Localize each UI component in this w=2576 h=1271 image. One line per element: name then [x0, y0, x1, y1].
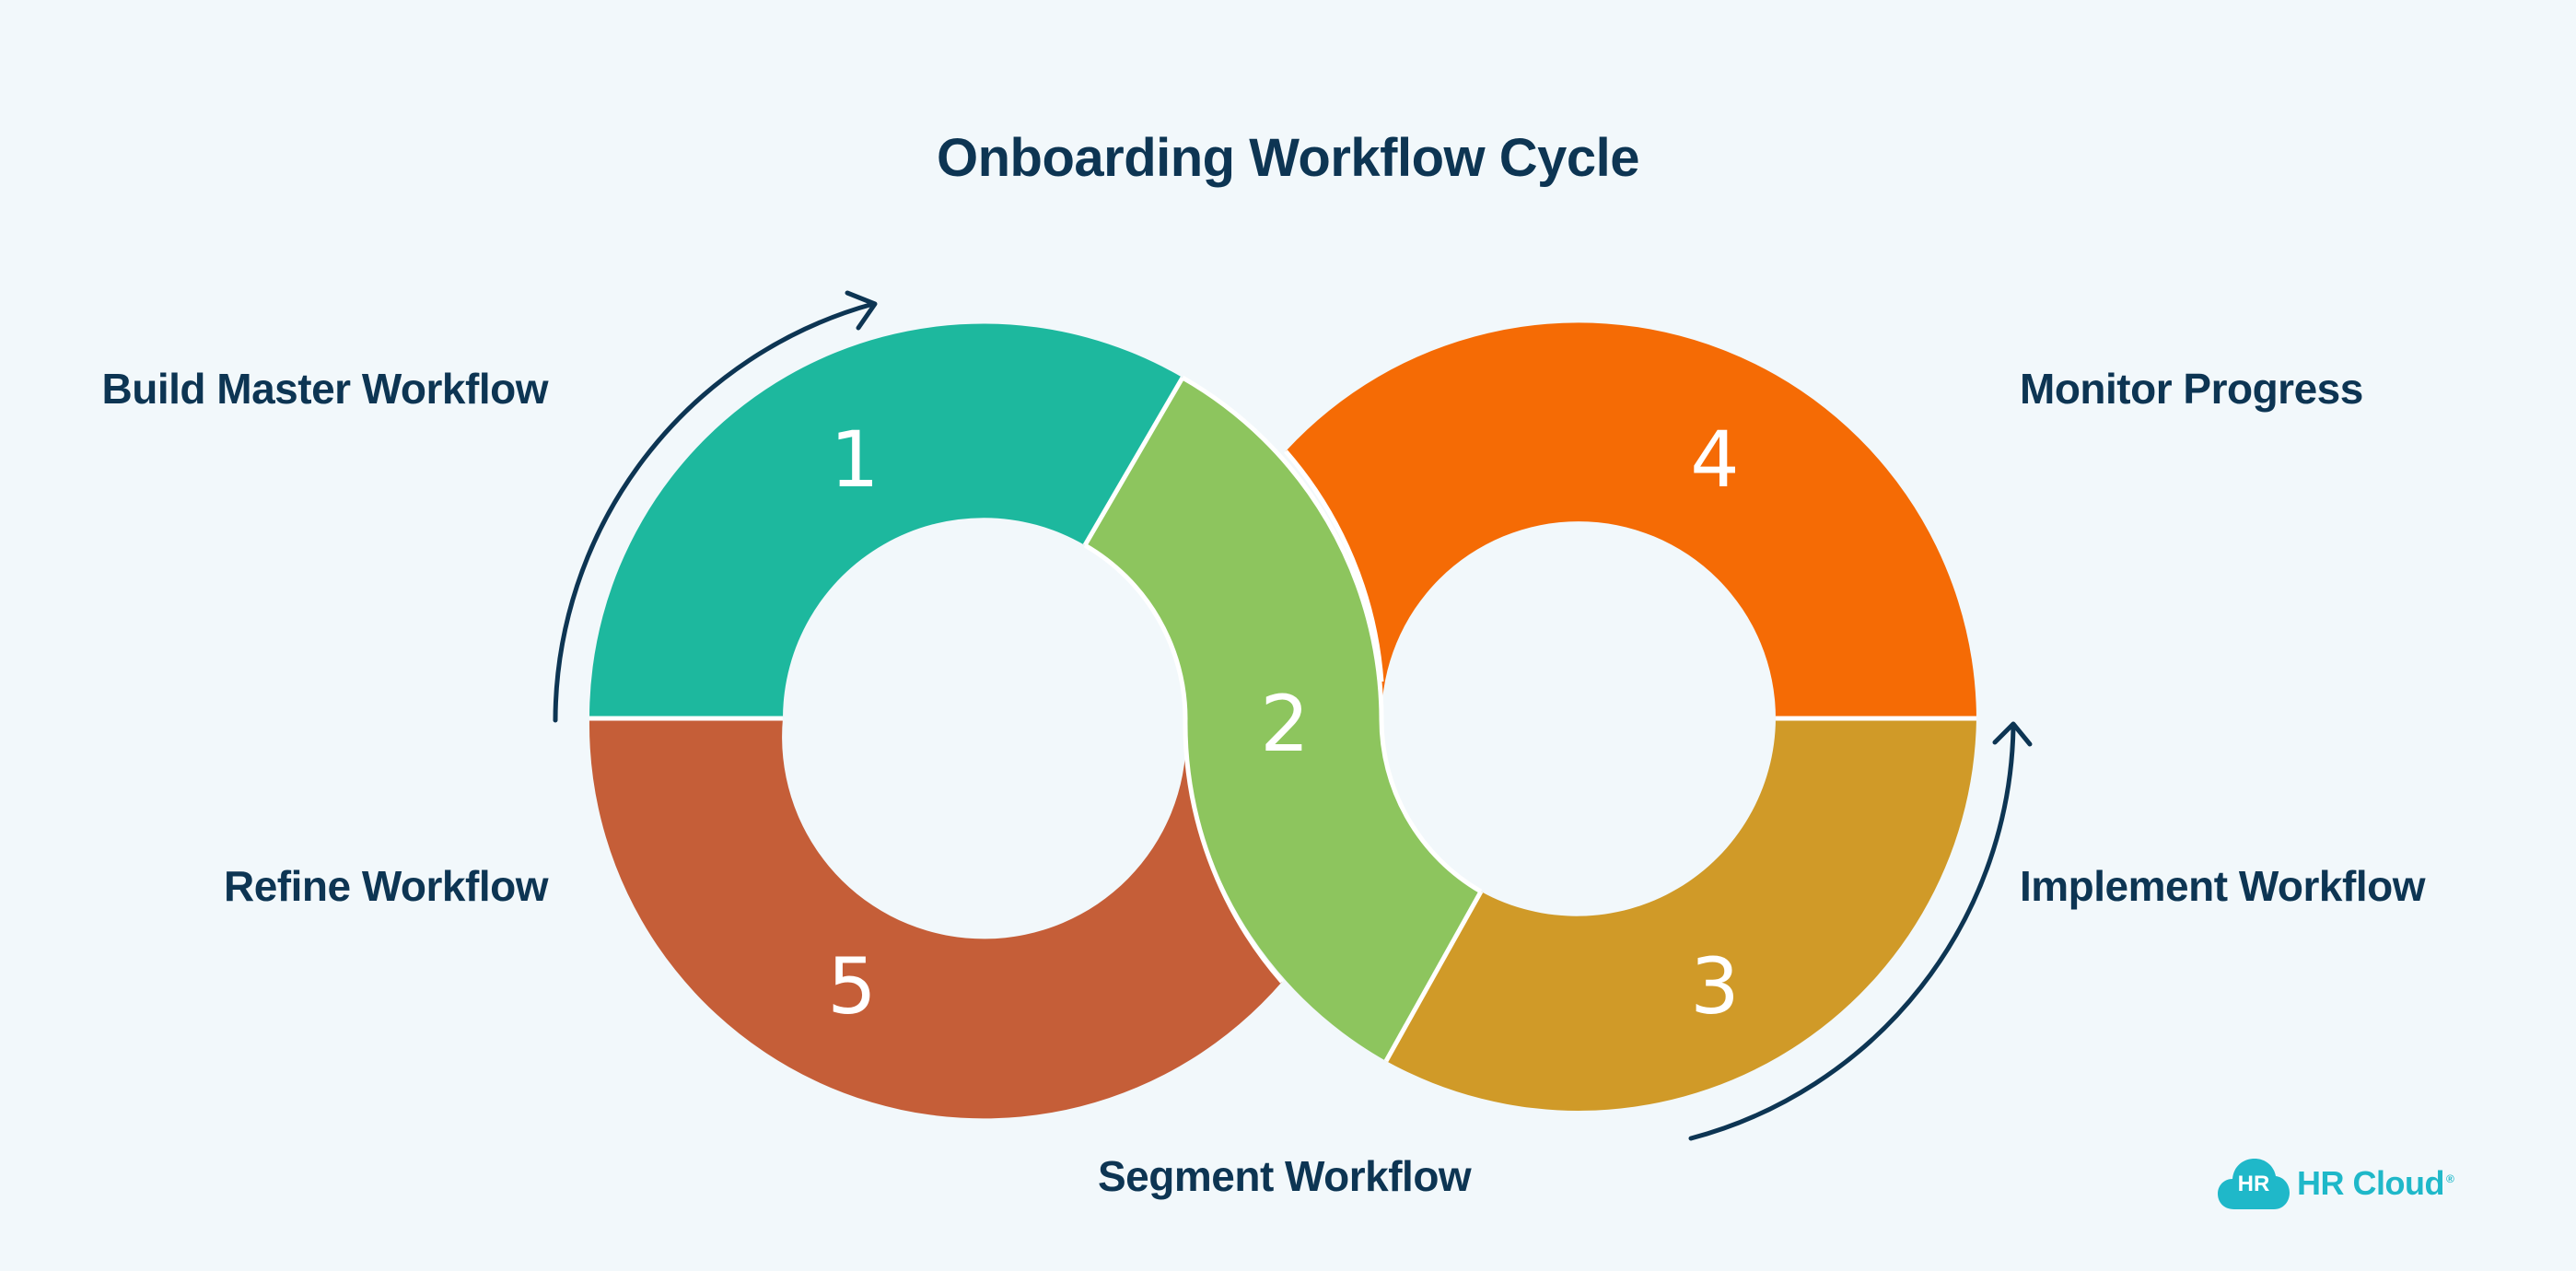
cloud-icon: HR [2218, 1156, 2290, 1211]
label-build-master-workflow: Build Master Workflow [101, 365, 549, 413]
step-number-5: 5 [827, 941, 876, 1032]
segment-4-monitor [1286, 322, 1976, 718]
page-title: Onboarding Workflow Cycle [936, 128, 1640, 188]
step-number-1: 1 [830, 414, 879, 505]
segment-3-implement [1386, 718, 1976, 1111]
label-monitor-progress: Monitor Progress [2020, 365, 2363, 413]
step-number-3: 3 [1690, 941, 1739, 1032]
hr-cloud-logo: HR HR Cloud® [2218, 1156, 2454, 1211]
label-refine-workflow: Refine Workflow [223, 862, 549, 910]
step-number-4: 4 [1690, 414, 1739, 505]
cycle-arrow-top-left [553, 290, 878, 723]
segment-1-build-master [589, 323, 1183, 718]
label-segment-workflow: Segment Workflow [1098, 1152, 1472, 1200]
label-implement-workflow: Implement Workflow [2020, 862, 2425, 910]
cycle-arrow-bottom-right [1688, 721, 2033, 1141]
segment-2-segment [1085, 378, 1481, 1061]
step-number-2: 2 [1260, 679, 1309, 769]
segment-5-refine [589, 718, 1282, 1119]
logo-name: HR Cloud® [2297, 1164, 2454, 1202]
segment-separators [589, 375, 1976, 1063]
logo-badge: HR [2237, 1172, 2270, 1196]
